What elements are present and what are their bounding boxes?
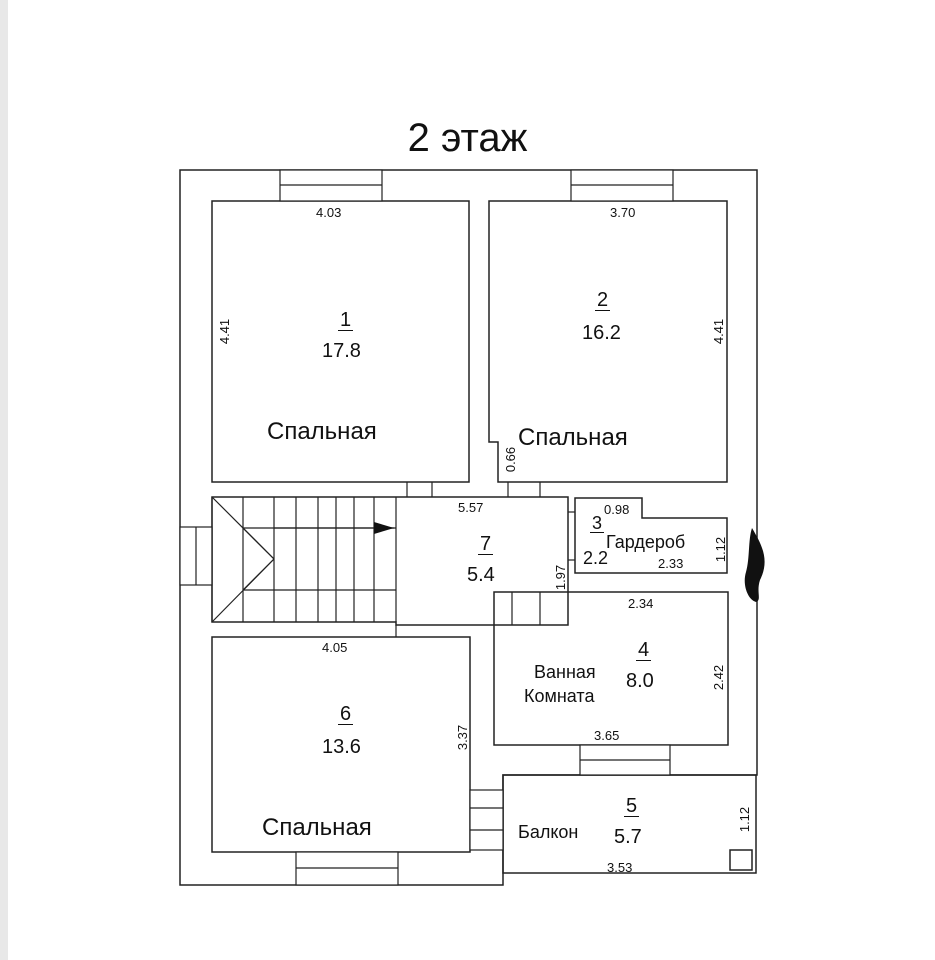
room-6-name: Спальная	[262, 814, 372, 841]
room-2-area: 16.2	[582, 322, 621, 344]
room-1-height: 4.41	[217, 318, 233, 345]
room-5-area: 5.7	[614, 826, 642, 848]
room-6-width: 4.05	[322, 640, 348, 655]
room-4-name-line1: Ванная	[534, 662, 596, 682]
room-3-number: 3	[590, 513, 605, 533]
balcony-door	[469, 789, 504, 851]
room-4-width-top: 2.34	[628, 596, 654, 611]
room-3-name: Гардероб	[606, 532, 686, 552]
room-4-number: 4	[636, 639, 652, 661]
room-1-area: 17.8	[322, 340, 361, 362]
stair-direction-arrow	[374, 522, 394, 534]
room-5-height: 1.12	[737, 806, 753, 833]
room-1-number: 1	[338, 309, 354, 331]
room-1-width: 4.03	[316, 205, 342, 220]
room-1-name: Спальная	[267, 418, 377, 445]
room-5-number: 5	[624, 795, 640, 817]
room-2-height: 4.41	[711, 318, 727, 345]
screen-edge	[0, 0, 8, 960]
room-3-outline	[574, 497, 728, 574]
room-2-side: 0.66	[503, 446, 519, 473]
room-3-area: 2.2	[583, 548, 609, 568]
room-2-number: 2	[595, 289, 611, 311]
room-7-width: 5.57	[458, 500, 484, 515]
room-4-outline	[493, 591, 729, 746]
room-3-height: 1.12	[713, 536, 729, 563]
room-7-number: 7	[478, 533, 494, 555]
room-6-height: 3.37	[455, 724, 471, 751]
entrance-marker	[744, 528, 765, 602]
room-4-area: 8.0	[626, 670, 654, 692]
room-5-width: 3.53	[607, 860, 633, 875]
room-4-height: 2.42	[711, 664, 727, 691]
room-3-width-top: 0.98	[604, 502, 630, 517]
room-6-area: 13.6	[322, 736, 361, 758]
room-7-area: 5.4	[467, 564, 495, 586]
room-4-name-line2: Комната	[524, 686, 595, 706]
room-7-height: 1.97	[553, 564, 569, 591]
room-4-width-bottom: 3.65	[594, 728, 620, 743]
room-2-name: Спальная	[518, 424, 628, 451]
balcony-corner-post	[729, 849, 753, 871]
room-5-name: Балкон	[518, 822, 579, 842]
floor-title: 2 этаж	[407, 116, 528, 160]
room-2-outline	[488, 200, 728, 483]
room-3-width-bottom: 2.33	[658, 556, 684, 571]
stairs	[211, 496, 397, 623]
room-2-width: 3.70	[610, 205, 636, 220]
room-7-outline	[211, 496, 569, 626]
room-6-number: 6	[338, 703, 354, 725]
